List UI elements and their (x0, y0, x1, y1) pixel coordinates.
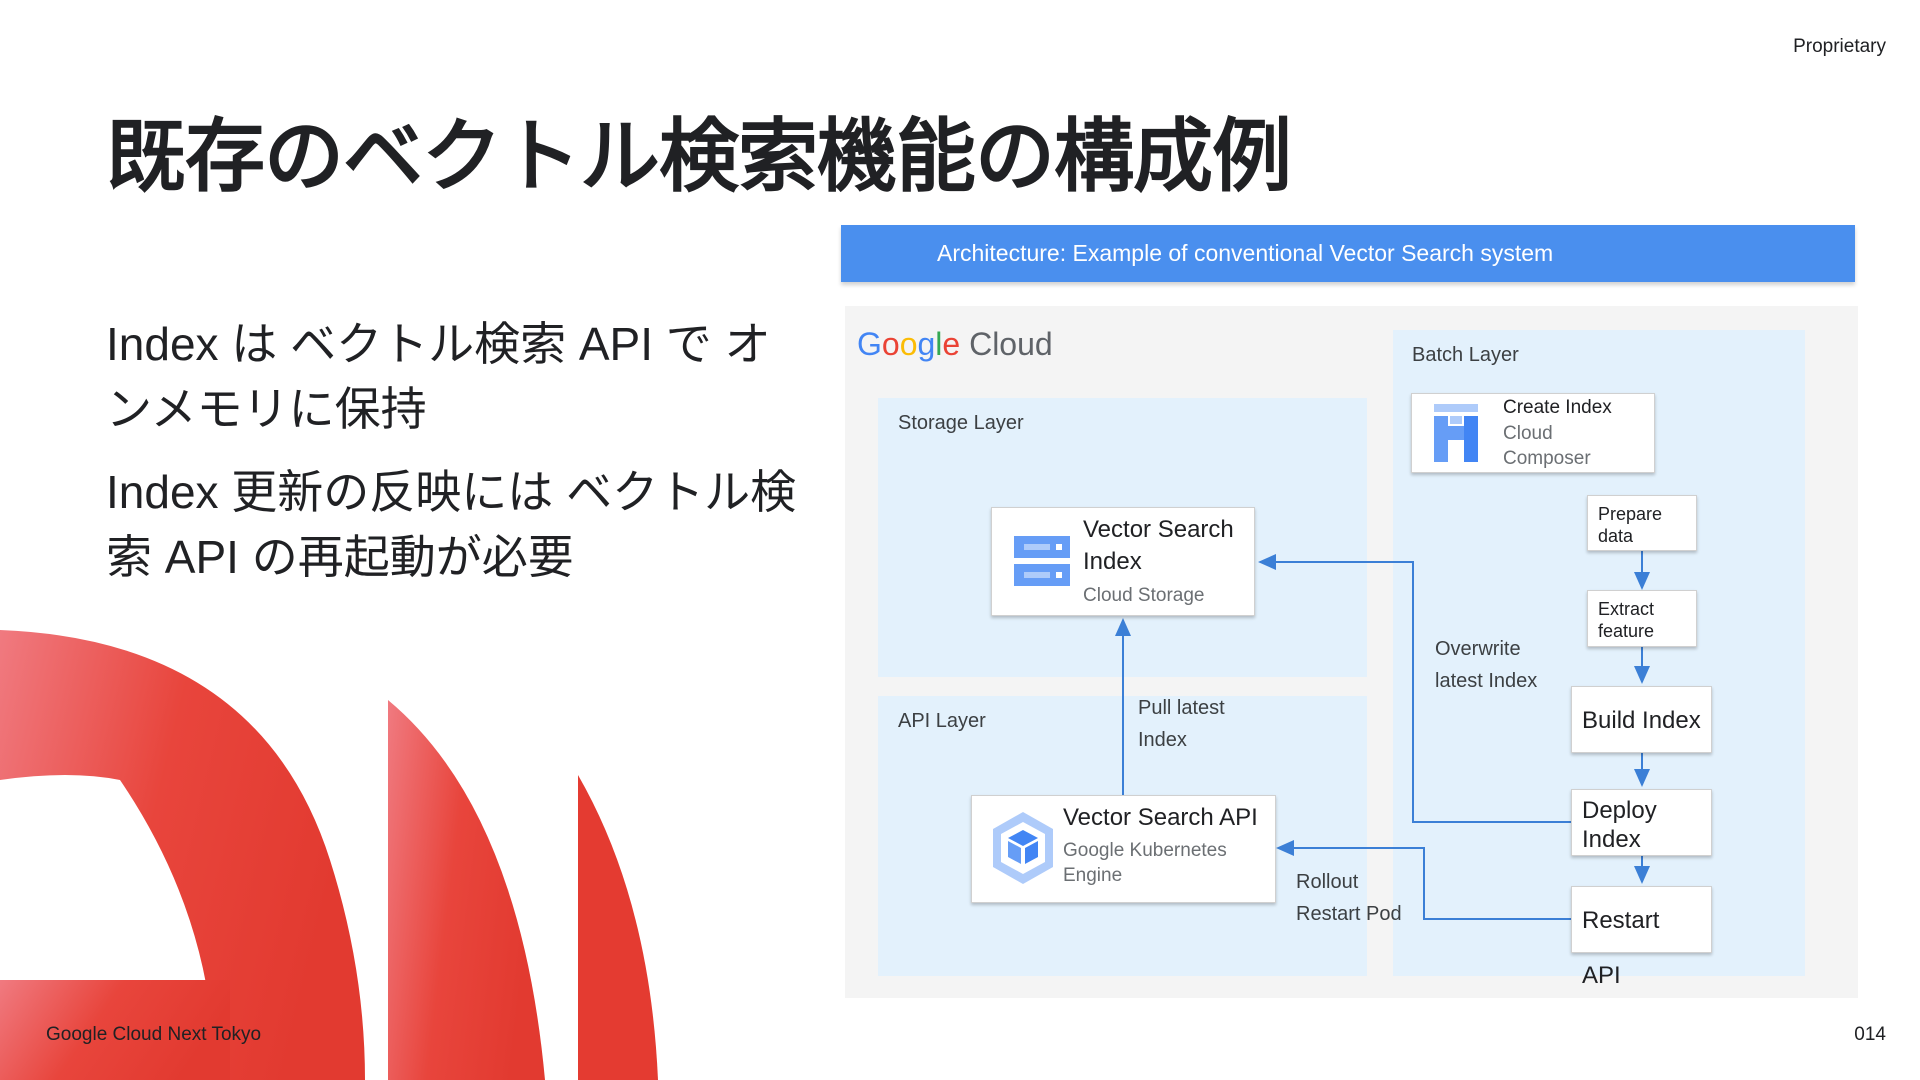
bullet-list: Index は ベクトル検索 API で オンメモリに保持 Index 更新の反… (106, 312, 806, 608)
api-layer-label: API Layer (898, 710, 986, 732)
create-index-node: Create Index Cloud Composer (1411, 393, 1655, 473)
footer-brand: Google Cloud Next Tokyo (46, 1024, 262, 1045)
build-index-node: Build Index (1571, 686, 1712, 753)
google-cloud-logo: Google Cloud (857, 326, 1053, 362)
proprietary-label: Proprietary (1793, 36, 1886, 57)
overwrite-label: Overwrite latest Index (1435, 638, 1538, 692)
prepare-data-node: Prepare data (1587, 495, 1697, 551)
kubernetes-engine-icon (993, 812, 1053, 884)
storage-layer-label: Storage Layer (898, 412, 1024, 434)
create-index-title: Create Index (1503, 397, 1612, 418)
vector-search-index-node: Vector Search Index Cloud Storage (991, 507, 1255, 616)
cloud-composer-icon (1434, 404, 1478, 462)
bullet-item: Index 更新の反映には ベクトル検索 API の再起動が必要 (106, 466, 797, 583)
extract-feature-node: Extract feature (1587, 590, 1697, 647)
vector-search-api-node: Vector Search API Google Kubernetes Engi… (971, 795, 1276, 903)
vector-search-index-sub: Cloud Storage (1083, 585, 1205, 606)
slide-title: 既存のベクトル検索機能の構成例 (106, 112, 1292, 201)
bullet-item: Index は ベクトル検索 API で オンメモリに保持 (106, 318, 771, 435)
pull-latest-label: Pull latest Index (1138, 697, 1225, 751)
cloud-storage-icon (1014, 536, 1070, 586)
restart-api-node: Restart API (1571, 886, 1712, 989)
batch-layer-label: Batch Layer (1412, 344, 1519, 366)
vector-search-api-sub: Google Kubernetes Engine (1063, 840, 1227, 886)
page-number: 014 (1854, 1024, 1886, 1045)
vector-search-api-title: Vector Search API (1063, 804, 1258, 831)
rollout-label: Rollout Restart Pod (1296, 871, 1402, 925)
architecture-banner: Architecture: Example of conventional Ve… (841, 225, 1855, 282)
create-index-sub: Cloud Composer (1503, 423, 1591, 469)
decorative-brand-shape (0, 630, 658, 1080)
deploy-index-node: Deploy Index (1571, 789, 1712, 856)
vector-search-index-title: Vector Search Index (1083, 516, 1234, 575)
